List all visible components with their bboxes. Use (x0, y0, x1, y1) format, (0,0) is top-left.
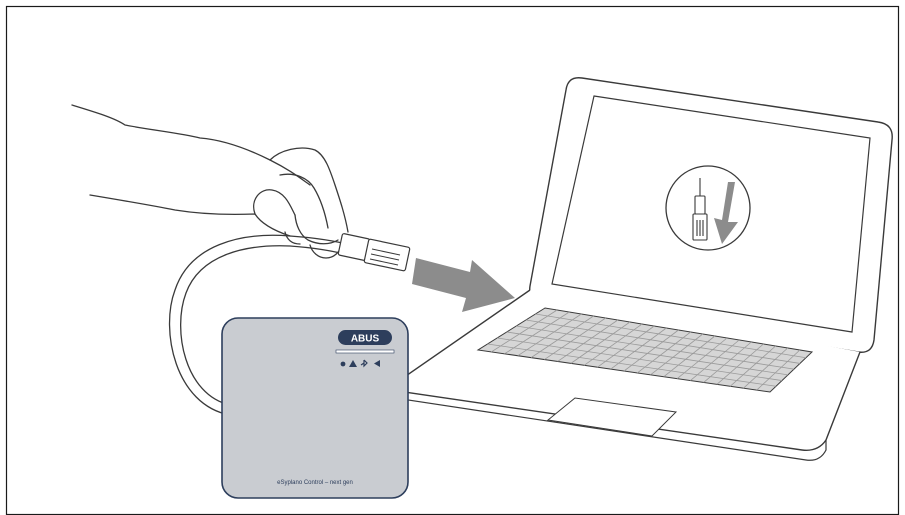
device-model-text: eSyplano Control – next gen (277, 480, 353, 486)
plug-in-icon (666, 166, 750, 250)
wifi-icon (341, 362, 346, 367)
device-separator (336, 350, 394, 353)
hub-device: ABUS eSyplano Control – next gen (222, 318, 408, 498)
brand-logo-text: ABUS (351, 334, 380, 345)
